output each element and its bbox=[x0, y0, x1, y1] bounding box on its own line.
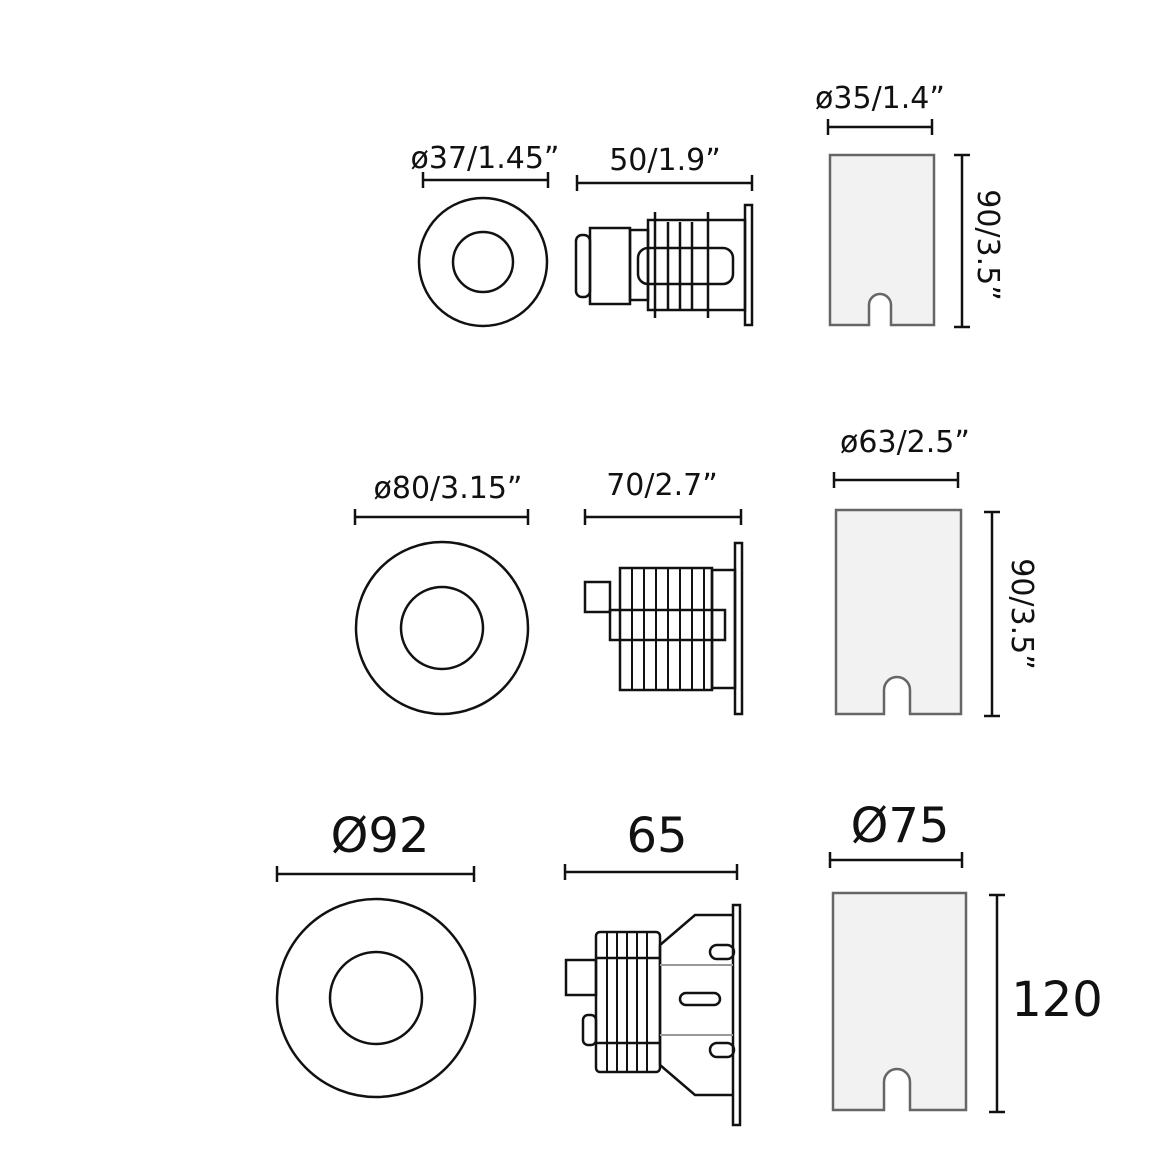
side-view bbox=[564, 903, 742, 1127]
front-diameter-label: ø37/1.45” bbox=[411, 141, 560, 176]
cutout-diameter-label: ø63/2.5” bbox=[840, 425, 970, 460]
row-1: ø37/1.45” 50/1.9” ø35/1.4” 90/3.5” bbox=[411, 81, 1005, 329]
front-diameter-label: ø80/3.15” bbox=[374, 471, 523, 506]
cutout-depth-label: 90/3.5” bbox=[970, 189, 1005, 301]
side-view bbox=[583, 541, 744, 716]
row-3: Ø92 65 Ø75 120 bbox=[275, 798, 1103, 1127]
depth-label: 70/2.7” bbox=[606, 468, 718, 503]
row-2: ø80/3.15” 70/2.7” ø63/2.5” 90/3.5” bbox=[353, 425, 1039, 718]
side-view bbox=[574, 203, 754, 327]
depth-label: 50/1.9” bbox=[609, 143, 721, 178]
cutout-view bbox=[834, 508, 963, 716]
cutout-diameter-label: ø35/1.4” bbox=[815, 81, 945, 116]
depth-label: 65 bbox=[626, 808, 687, 864]
cutout-view bbox=[828, 153, 936, 327]
cutout-view bbox=[831, 891, 968, 1112]
front-view bbox=[417, 196, 549, 328]
cutout-diameter-label: Ø75 bbox=[851, 798, 950, 854]
front-diameter-label: Ø92 bbox=[331, 808, 430, 864]
cutout-depth-label: 120 bbox=[1011, 972, 1103, 1028]
cutout-depth-label: 90/3.5” bbox=[1004, 558, 1039, 670]
